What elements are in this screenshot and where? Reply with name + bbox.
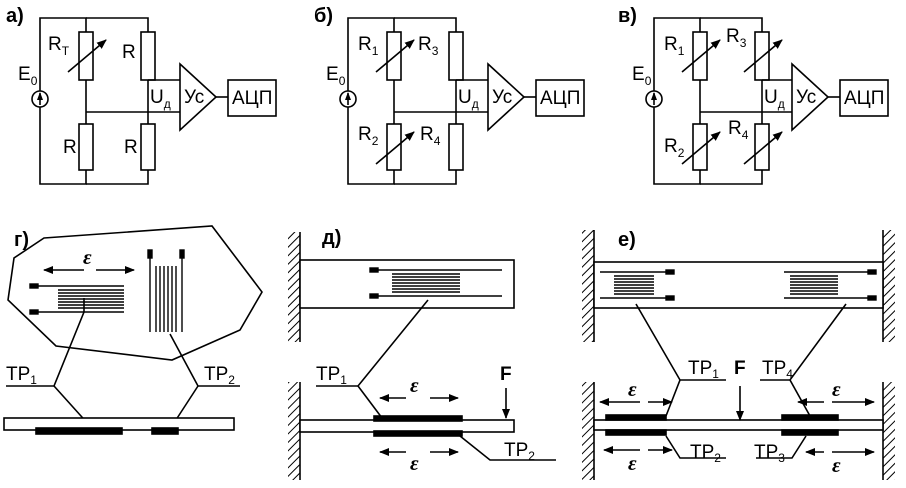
label-tr4: ТР4 (762, 358, 793, 381)
label-e0: E0 (632, 64, 652, 88)
resistor-r3 (448, 31, 464, 81)
label-e0: E0 (326, 64, 346, 88)
label-e0: E0 (18, 64, 38, 88)
label-r1: R1 (358, 34, 379, 58)
gauge-tr2-strip (373, 430, 463, 437)
left-wall-top (582, 230, 594, 342)
resistor-r-top (140, 31, 156, 81)
label-adc: АЦП (232, 88, 272, 109)
amplifier-triangle (487, 62, 526, 132)
epsilon-left-bottom: ε (628, 451, 637, 475)
resistor-r-bottom-left (78, 123, 94, 171)
force-label: F (500, 364, 512, 385)
leader-tr1 (6, 298, 85, 387)
panel-label-g: г) (14, 229, 29, 251)
label-amplifier: Ус (184, 87, 204, 108)
adc-box (839, 79, 889, 117)
panel-label-v: в) (618, 5, 637, 27)
resistor-r4 (448, 123, 464, 171)
label-tr2: ТР2 (690, 442, 721, 465)
label-ud: Uд (458, 87, 479, 111)
panel-g: г) ε (3, 225, 263, 435)
cantilever-plan (299, 259, 515, 309)
label-r4: R4 (420, 124, 441, 148)
fixed-wall-bottom (288, 382, 300, 480)
panel-label-a: а) (6, 5, 24, 27)
epsilon-top: ε (410, 373, 419, 397)
label-tr1: ТР1 (6, 364, 37, 387)
label-tr2: ТР2 (204, 364, 235, 387)
gauge-tr3-strip (781, 429, 839, 436)
label-r2: R2 (664, 136, 685, 160)
gauge-tr1-strip (373, 415, 463, 422)
leader-tr2 (665, 435, 726, 459)
amplifier-triangle (791, 62, 830, 132)
vertical-strain-gauge (147, 249, 185, 332)
resistor-r1 (386, 31, 402, 81)
resistor-r2 (386, 123, 402, 171)
label-amplifier: Ус (492, 87, 512, 108)
label-ud: Uд (150, 87, 171, 111)
force-label: F (734, 358, 746, 379)
label-r-bottom-right: R (124, 137, 138, 158)
resistor-r4 (754, 123, 770, 171)
epsilon-label: ε (83, 245, 92, 269)
label-r3: R3 (418, 34, 439, 58)
label-r-bottom-left: R (63, 137, 77, 158)
label-rt: RТ (48, 34, 70, 58)
panel-label-d: д) (322, 227, 341, 249)
panel-e: е) (582, 229, 895, 480)
amplifier-triangle (179, 62, 218, 132)
horizontal-strain-gauge (29, 283, 124, 315)
leader-tr2 (459, 435, 556, 461)
label-r1: R1 (664, 34, 685, 58)
epsilon-right-top: ε (832, 377, 841, 401)
label-tr1: ТР1 (688, 358, 719, 381)
label-adc: АЦП (844, 88, 884, 109)
right-wall-bottom (883, 382, 895, 480)
resistor-r1 (692, 31, 708, 81)
epsilon-bottom: ε (410, 451, 419, 475)
label-tr1: ТР1 (316, 364, 347, 387)
label-tr2: ТР2 (504, 440, 535, 463)
circuit-b: б) E0 R1 R3 R2 R4 Uд Ус АЦП (314, 5, 585, 185)
resistor-r-bottom-right (140, 123, 156, 171)
resistor-rt (78, 31, 94, 81)
strain-gauges-plan (600, 269, 877, 301)
gauge-tr1-strip (605, 414, 667, 421)
strain-gauge-plan (369, 267, 502, 299)
right-wall-top (883, 230, 895, 342)
adc-box (535, 79, 585, 117)
label-r3: R3 (726, 26, 747, 50)
gauge-tr2-strip (605, 429, 667, 436)
panel-label-b: б) (314, 5, 333, 27)
resistor-r2 (692, 123, 708, 171)
epsilon-right-bottom: ε (832, 453, 841, 477)
panel-d: д) (288, 227, 556, 480)
variable-resistor-arrow (67, 39, 107, 73)
label-adc: АЦП (540, 88, 580, 109)
label-tr3: ТР3 (754, 442, 785, 465)
adc-box (227, 79, 277, 117)
fixed-beam-side (593, 419, 884, 431)
specimen-outline (7, 225, 263, 361)
label-r-top: R (122, 42, 136, 63)
leader-tr3 (756, 435, 807, 459)
label-ud: Uд (764, 87, 785, 111)
gauge-tr2-strip (151, 427, 179, 435)
label-r2: R2 (358, 124, 379, 148)
circuit-v: в) E0 R1 R3 R2 R4 Uд Ус АЦП (618, 5, 889, 185)
label-r4: R4 (728, 118, 749, 142)
gauge-tr1-strip (35, 427, 123, 435)
fixed-wall-top (288, 232, 300, 342)
left-wall-bottom (582, 382, 594, 480)
label-amplifier: Ус (796, 87, 816, 108)
panel-label-e: е) (618, 229, 636, 251)
circuit-a: а) E0 RТ R R R Uд Ус АЦП (6, 5, 277, 185)
epsilon-left-top: ε (628, 377, 637, 401)
